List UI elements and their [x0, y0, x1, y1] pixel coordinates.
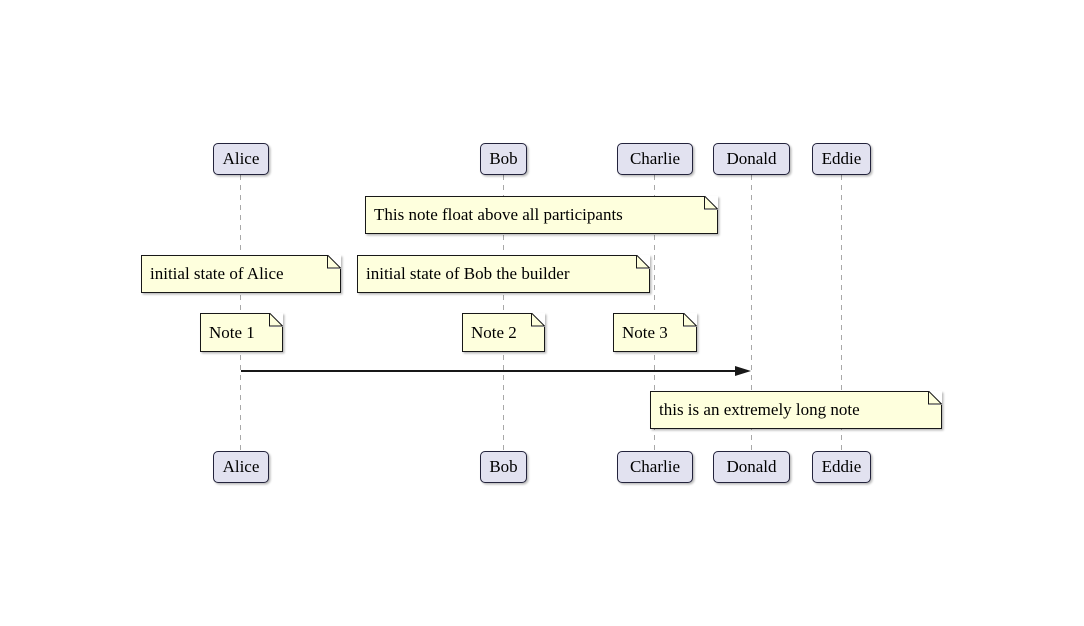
note-2-text: Note 2: [471, 322, 517, 342]
participant-charlie-top: Charlie: [617, 143, 693, 175]
participant-donald-bottom: Donald: [713, 451, 790, 483]
note-initial-alice: initial state of Alice: [141, 255, 341, 293]
arrow-line: [241, 370, 736, 372]
note-initial-bob: initial state of Bob the builder: [357, 255, 650, 293]
note-fold-icon: [269, 313, 283, 327]
note-1-text: Note 1: [209, 322, 255, 342]
participant-charlie-bottom: Charlie: [617, 451, 693, 483]
arrow-head-icon: [735, 366, 751, 376]
note-3-text: Note 3: [622, 322, 668, 342]
note-fold-icon: [704, 196, 718, 210]
note-extremely-long: this is an extremely long note: [650, 391, 942, 429]
participant-alice-bottom: Alice: [213, 451, 269, 483]
note-fold-icon: [327, 255, 341, 269]
note-fold-icon: [531, 313, 545, 327]
note-fold-icon: [928, 391, 942, 405]
note-1: Note 1: [200, 313, 283, 352]
participant-bob-top: Bob: [480, 143, 527, 175]
note-floating: This note float above all participants: [365, 196, 718, 234]
participant-alice-top: Alice: [213, 143, 269, 175]
note-initial-alice-text: initial state of Alice: [150, 264, 284, 283]
note-extremely-long-text: this is an extremely long note: [659, 400, 860, 419]
note-initial-bob-text: initial state of Bob the builder: [366, 264, 570, 283]
participant-bob-bottom: Bob: [480, 451, 527, 483]
lifeline-eddie: [841, 175, 842, 451]
participant-eddie-bottom: Eddie: [812, 451, 871, 483]
lifeline-donald: [751, 175, 752, 451]
note-fold-icon: [636, 255, 650, 269]
participant-donald-top: Donald: [713, 143, 790, 175]
note-fold-icon: [683, 313, 697, 327]
participant-eddie-top: Eddie: [812, 143, 871, 175]
note-3: Note 3: [613, 313, 697, 352]
note-2: Note 2: [462, 313, 545, 352]
note-floating-text: This note float above all participants: [374, 205, 623, 224]
